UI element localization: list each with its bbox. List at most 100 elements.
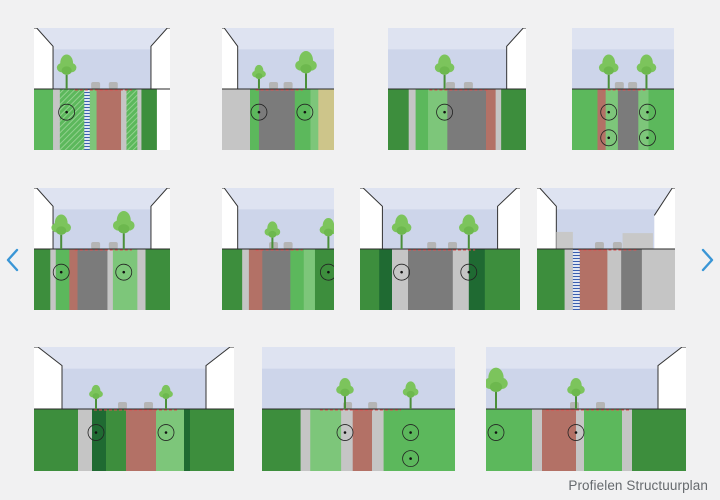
street-strip xyxy=(485,89,497,150)
building-outline xyxy=(497,188,520,249)
street-strip xyxy=(290,249,305,310)
street-strip xyxy=(303,249,316,310)
street-strip xyxy=(648,89,674,150)
street-strip xyxy=(262,249,291,310)
street-strip xyxy=(222,249,243,310)
street-strip xyxy=(69,249,79,310)
street-strip xyxy=(107,249,114,310)
tree-icon xyxy=(486,367,508,409)
street-strip xyxy=(452,249,470,310)
street-strip xyxy=(415,89,429,150)
street-strip xyxy=(137,249,147,310)
prev-arrow-button[interactable] xyxy=(3,248,21,272)
tree-icon xyxy=(567,377,585,409)
tree-icon xyxy=(89,384,103,409)
street-strip xyxy=(597,89,607,150)
root-zone-icon xyxy=(296,103,314,121)
building-outline xyxy=(222,28,238,89)
street-strip xyxy=(352,409,373,471)
tree-icon xyxy=(391,214,412,249)
building-outline xyxy=(506,28,526,89)
street-profile-thumbnail[interactable] xyxy=(537,188,675,310)
car-icon xyxy=(614,82,638,89)
street-profile-drawing xyxy=(572,28,674,150)
root-zone-icon xyxy=(87,424,105,441)
street-profile-thumbnail[interactable] xyxy=(222,188,334,310)
street-strip xyxy=(112,249,138,310)
root-zone-icon xyxy=(393,263,410,281)
car-icon xyxy=(91,82,118,89)
street-strip xyxy=(126,409,157,471)
street-strip xyxy=(617,89,639,150)
sky-area xyxy=(34,347,234,409)
street-strip xyxy=(262,409,302,471)
building-outline xyxy=(150,28,170,89)
root-zone-icon xyxy=(436,103,453,121)
tree-icon xyxy=(336,377,354,409)
street-strip xyxy=(641,249,675,310)
street-strip xyxy=(106,409,127,471)
street-profile-thumbnail[interactable] xyxy=(222,28,334,150)
root-zone-icon xyxy=(52,263,70,281)
building-block xyxy=(556,231,573,249)
street-profile-drawing xyxy=(34,347,234,471)
street-strip xyxy=(250,89,260,150)
building-outline xyxy=(150,188,170,249)
tree-icon xyxy=(295,51,317,89)
street-profile-thumbnail[interactable] xyxy=(486,347,686,471)
building-block xyxy=(622,233,653,249)
building-outline xyxy=(206,347,234,409)
car-icon xyxy=(118,402,153,409)
street-strip xyxy=(607,249,622,310)
root-zone-icon xyxy=(115,263,133,281)
street-strip xyxy=(258,89,296,150)
street-profile-thumbnail[interactable] xyxy=(262,347,455,471)
street-profile-thumbnail[interactable] xyxy=(572,28,674,150)
street-profile-drawing xyxy=(388,28,526,150)
tree-icon xyxy=(598,54,619,89)
root-zone-icon xyxy=(639,103,656,121)
sky-area xyxy=(222,28,334,89)
next-arrow-button[interactable] xyxy=(699,248,717,272)
tree-icon xyxy=(159,384,173,409)
car-icon xyxy=(269,242,293,249)
root-zone-icon xyxy=(600,129,618,147)
root-zone-icon xyxy=(460,263,478,281)
street-strip xyxy=(495,89,502,150)
street-strip xyxy=(542,409,577,471)
street-strip xyxy=(537,249,566,310)
street-profile-thumbnail[interactable] xyxy=(360,188,520,310)
street-profile-drawing xyxy=(486,347,686,471)
sky-area xyxy=(360,188,520,249)
car-icon xyxy=(427,242,457,249)
root-zone-icon xyxy=(250,103,268,121)
chevron-right-icon xyxy=(701,248,714,272)
street-profile-thumbnail[interactable] xyxy=(34,28,170,150)
building-outline xyxy=(222,188,238,249)
sky-area xyxy=(34,28,170,89)
street-profile-thumbnail[interactable] xyxy=(388,28,526,150)
street-strip xyxy=(89,89,98,150)
street-profile-drawing xyxy=(34,188,170,310)
street-strip xyxy=(572,249,581,310)
street-strip xyxy=(310,89,319,150)
street-profile-thumbnail[interactable] xyxy=(34,188,170,310)
street-strip xyxy=(484,249,520,310)
street-strip xyxy=(501,89,526,150)
street-strip xyxy=(428,89,448,150)
street-strip xyxy=(190,409,234,471)
car-icon xyxy=(269,82,293,89)
street-profile-drawing xyxy=(222,28,334,150)
tree-icon xyxy=(113,211,135,249)
street-strip xyxy=(78,409,93,471)
building-outline xyxy=(537,188,557,249)
street-strip xyxy=(579,249,608,310)
street-strip xyxy=(564,249,574,310)
sky-area xyxy=(222,188,334,249)
street-strip xyxy=(242,249,250,310)
root-zone-icon xyxy=(639,129,656,147)
tree-icon xyxy=(402,381,419,409)
building-outline xyxy=(34,188,54,249)
street-profile-thumbnail[interactable] xyxy=(34,347,234,471)
tree-icon xyxy=(56,54,77,89)
